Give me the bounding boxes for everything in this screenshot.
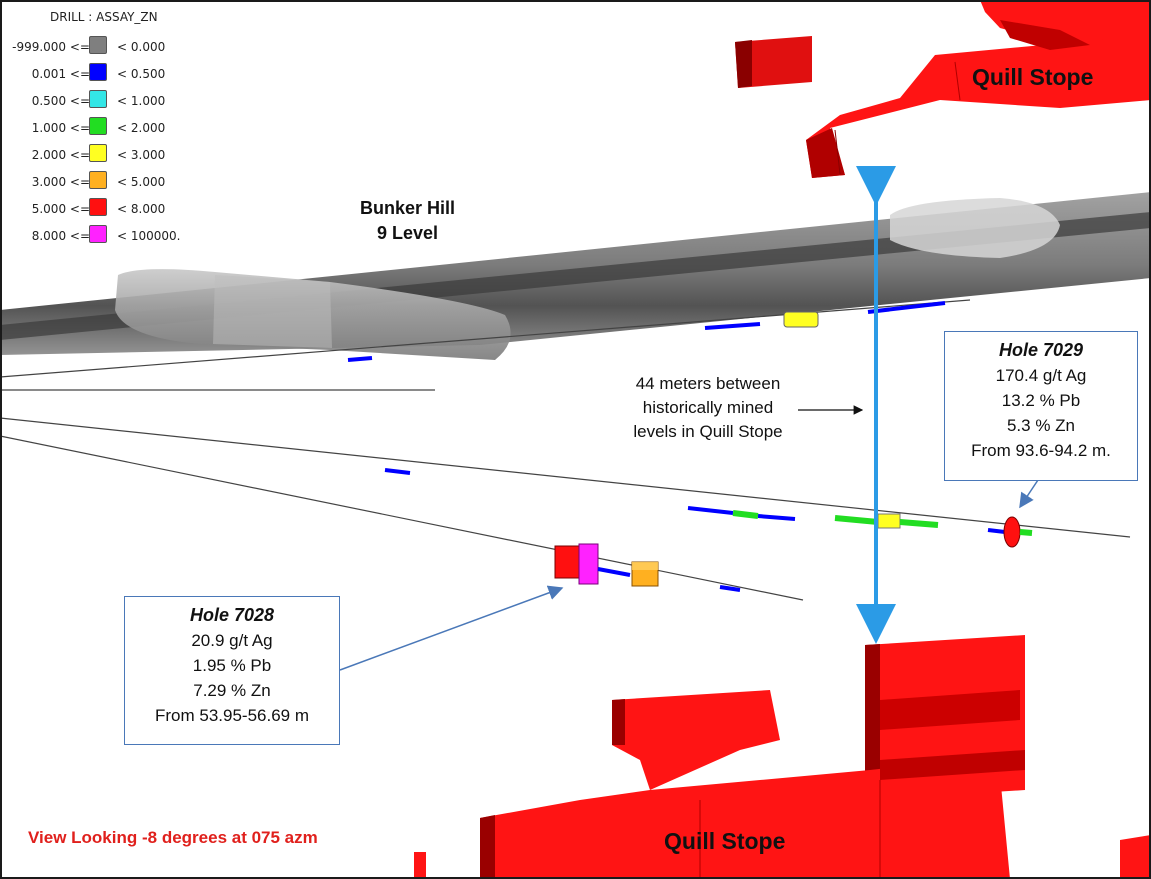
- legend-row: 2.000 <= < 3.000: [4, 144, 204, 166]
- annotation-line3: levels in Quill Stope: [633, 422, 783, 441]
- stope-top-label: Quill Stope: [972, 64, 1094, 90]
- legend-swatch: [89, 144, 107, 162]
- legend-row-low: 2.000 <=: [31, 148, 90, 162]
- legend-row-high: < 5.000: [117, 175, 166, 189]
- hole-7028-callout: Hole 7028 20.9 g/t Ag 1.95 % Pb 7.29 % Z…: [124, 596, 340, 745]
- legend-row: 3.000 <= < 5.000: [4, 171, 204, 193]
- legend-swatch: [89, 63, 107, 81]
- hole-7028-leader: [339, 585, 564, 671]
- hole-7029-callout: Hole 7029 170.4 g/t Ag 13.2 % Pb 5.3 % Z…: [944, 331, 1138, 481]
- legend-row: 5.000 <= < 8.000: [4, 198, 204, 220]
- view-direction-label: View Looking -8 degrees at 075 azm: [28, 828, 318, 847]
- hole-7029-zn: 5.3 % Zn: [1006, 416, 1076, 435]
- quill-stope-lower: [414, 635, 1151, 879]
- legend-row-low: 0.001 <=: [31, 67, 90, 81]
- hole-7028-from: From 53.95-56.69 m: [154, 706, 309, 725]
- hole-7029-ag: 170.4 g/t Ag: [995, 366, 1087, 385]
- upper-hole-assays: [347, 301, 946, 362]
- legend-row-low: 5.000 <=: [31, 202, 90, 216]
- hole-7028-assays: [554, 543, 741, 592]
- hole-7029-pb: 13.2 % Pb: [1001, 391, 1081, 410]
- annotation-line2: historically mined: [642, 398, 774, 417]
- stope-bottom-label: Quill Stope: [664, 828, 786, 854]
- legend-row-low: 0.500 <=: [31, 94, 90, 108]
- annotation-line1: 44 meters between: [635, 374, 781, 393]
- legend-swatch: [89, 198, 107, 216]
- level-label-line2: 9 Level: [376, 223, 439, 243]
- legend-row-low: 8.000 <=: [31, 229, 90, 243]
- legend-row-high: < 100000.: [117, 229, 181, 243]
- legend-swatch: [89, 225, 107, 243]
- level-label: Bunker Hill 9 Level: [360, 196, 455, 246]
- distance-annotation: 44 meters between historically mined lev…: [612, 372, 804, 444]
- legend-row-high: < 1.000: [117, 94, 166, 108]
- level-label-line1: Bunker Hill: [360, 198, 456, 218]
- legend-title: DRILL : ASSAY_ZN: [50, 10, 158, 24]
- legend-swatch: [89, 171, 107, 189]
- legend-swatch: [89, 117, 107, 135]
- legend-row-high: < 2.000: [117, 121, 166, 135]
- hole-7028-zn: 7.29 % Zn: [193, 681, 271, 700]
- hole-7028-title: Hole 7028: [189, 605, 275, 625]
- legend-row: 8.000 <= < 100000.: [4, 225, 204, 247]
- legend-row-high: < 0.000: [117, 40, 166, 54]
- legend-swatch: [89, 90, 107, 108]
- legend-row-low: 3.000 <=: [31, 175, 90, 189]
- legend-row-low: -999.000 <=: [12, 40, 90, 54]
- legend-row-low: 1.000 <=: [31, 121, 90, 135]
- legend-row-high: < 0.500: [117, 67, 166, 81]
- hole-7029-from: From 93.6-94.2 m.: [971, 441, 1111, 460]
- hole-7029-title: Hole 7029: [998, 340, 1084, 360]
- hole-7029-leader: [1019, 479, 1039, 509]
- legend-row-high: < 3.000: [117, 148, 166, 162]
- legend-row: -999.000 <= < 0.000: [4, 36, 204, 58]
- hole-7029-assays: [384, 468, 1033, 548]
- legend-swatch: [89, 36, 107, 54]
- hole-7028-ag: 20.9 g/t Ag: [191, 631, 273, 650]
- legend-row-high: < 8.000: [117, 202, 166, 216]
- quill-stope-upper: [735, 0, 1151, 178]
- legend-row: 0.500 <= < 1.000: [4, 90, 204, 112]
- legend-row: 1.000 <= < 2.000: [4, 117, 204, 139]
- legend-row: 0.001 <= < 0.500: [4, 63, 204, 85]
- drill-traces: [0, 299, 1131, 601]
- hole-7028-pb: 1.95 % Pb: [192, 656, 272, 675]
